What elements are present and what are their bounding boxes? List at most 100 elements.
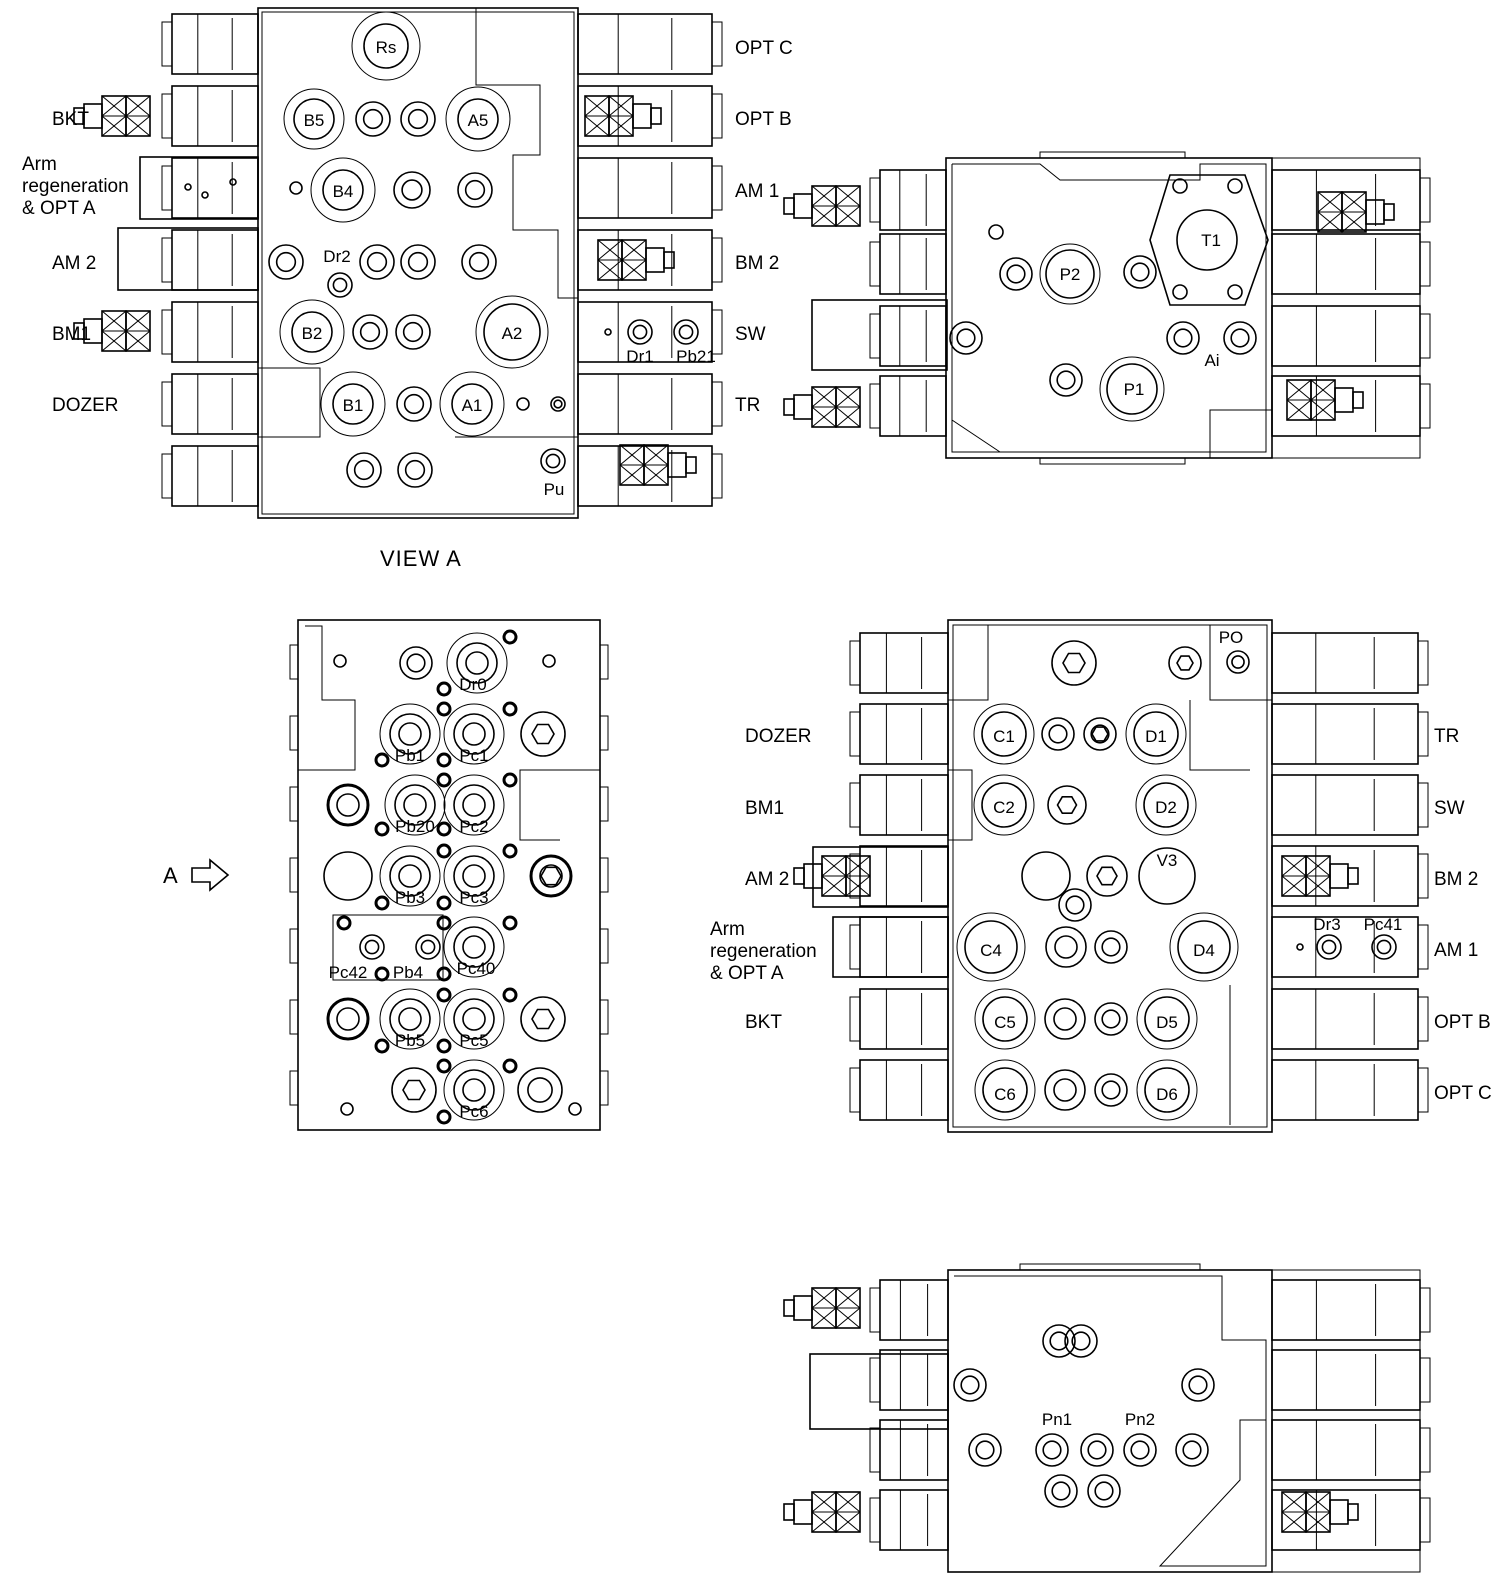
am2-section	[117, 227, 259, 291]
port-fitting	[457, 172, 493, 208]
bolt-head	[436, 681, 452, 697]
bolt-head	[336, 915, 352, 931]
port-fitting	[443, 703, 505, 765]
bolt-hole	[542, 654, 556, 668]
spool-cap	[869, 1419, 949, 1481]
bolt-hole	[604, 328, 612, 336]
port-label: B5	[304, 111, 325, 130]
am2-section	[812, 846, 949, 908]
edge-tab	[599, 644, 609, 680]
spool-cap	[577, 13, 723, 75]
port-fitting	[1080, 1433, 1114, 1467]
spool-cap	[869, 233, 947, 295]
rear-label-am1: AM 1	[1434, 940, 1478, 961]
view-a-label-am2: AM 2	[52, 253, 96, 274]
port-label: Dr1	[626, 347, 653, 366]
port-fitting	[445, 86, 511, 152]
rear-label-bm1: BM1	[745, 798, 784, 819]
port-fitting	[1094, 930, 1128, 964]
port-fitting	[379, 703, 441, 765]
solenoid-valve	[783, 185, 861, 227]
edge-tab	[289, 644, 299, 680]
view-a-label-opt-b: OPT B	[735, 109, 792, 130]
port-fitting	[384, 774, 446, 836]
port-fitting	[949, 321, 983, 355]
bolt-hole	[333, 654, 347, 668]
port-fitting	[1166, 321, 1200, 355]
edge-tab	[599, 928, 609, 964]
port-fitting	[310, 157, 376, 223]
spool-cap	[161, 301, 259, 363]
spool-cap	[1271, 632, 1429, 694]
port-label: Pb1	[395, 746, 425, 765]
bolt-head	[436, 895, 452, 911]
view-a-label-bm1: BM1	[52, 324, 91, 345]
bolt-hole	[229, 178, 237, 186]
view-arrow-icon	[191, 858, 230, 892]
port-fitting	[268, 244, 304, 280]
bolt-hole	[1172, 178, 1188, 194]
port-label: Pn1	[1042, 1410, 1072, 1429]
port-fitting	[529, 854, 573, 898]
spool-cap	[161, 445, 259, 507]
bolt-hole	[201, 191, 209, 199]
port-label: Dr3	[1313, 915, 1340, 934]
spool-cap	[849, 703, 949, 765]
port-label: Pb21	[676, 347, 716, 366]
port-label: A5	[468, 111, 489, 130]
port-label: Rs	[376, 38, 397, 57]
rear-label-dozer: DOZER	[745, 726, 812, 747]
port-fitting	[355, 101, 391, 137]
solenoid-valve	[1286, 379, 1364, 421]
port-label: P2	[1060, 265, 1081, 284]
spool-cap	[849, 1059, 949, 1121]
port-label: Pb20	[395, 817, 435, 836]
port-fitting	[397, 452, 433, 488]
port-label: Dr2	[323, 247, 350, 266]
port-fitting	[395, 314, 431, 350]
edge-tab	[599, 999, 609, 1035]
bolt-head	[436, 772, 452, 788]
spool-cap	[1271, 916, 1429, 978]
port-fitting	[1316, 934, 1342, 960]
bolt-head	[502, 843, 518, 859]
port-label: Ai	[1204, 351, 1219, 370]
port-fitting	[1136, 988, 1198, 1050]
port-label: Pc42	[329, 963, 368, 982]
edge-tab	[289, 786, 299, 822]
port-fitting	[974, 1059, 1036, 1121]
edge-tab	[599, 786, 609, 822]
plug	[323, 851, 373, 901]
spool-cap	[869, 305, 947, 367]
edge-tab	[599, 857, 609, 893]
solenoid-valve	[1281, 1491, 1359, 1533]
spool-cap	[849, 988, 949, 1050]
rear-label-sw: SW	[1434, 798, 1465, 819]
spool-cap	[1271, 1279, 1431, 1341]
port-fitting	[1226, 650, 1250, 674]
solenoid-valve	[793, 855, 871, 897]
solenoid-valve	[783, 1287, 861, 1329]
bolt-hole	[184, 183, 192, 191]
port-label: Pn2	[1125, 1410, 1155, 1429]
bolt-head	[374, 1038, 390, 1054]
port-fitting	[973, 774, 1035, 836]
view-arrow-label: A	[163, 863, 179, 888]
port-fitting	[346, 452, 382, 488]
port-fitting	[1138, 847, 1196, 905]
port-fitting	[1051, 640, 1097, 686]
spool-cap	[577, 301, 723, 363]
port-fitting	[1042, 1324, 1076, 1358]
port-fitting	[1044, 1474, 1078, 1508]
port-label: Pb3	[395, 888, 425, 907]
bolt-hole	[1172, 284, 1188, 300]
port-fitting	[1176, 209, 1238, 271]
spool-cap	[1271, 1419, 1431, 1481]
view-a-label-sw: SW	[735, 324, 766, 345]
spool-cap	[161, 373, 259, 435]
bolt-head	[374, 752, 390, 768]
port-fitting	[1123, 1433, 1157, 1467]
bolt-head	[436, 821, 452, 837]
spool-cap	[849, 774, 949, 836]
